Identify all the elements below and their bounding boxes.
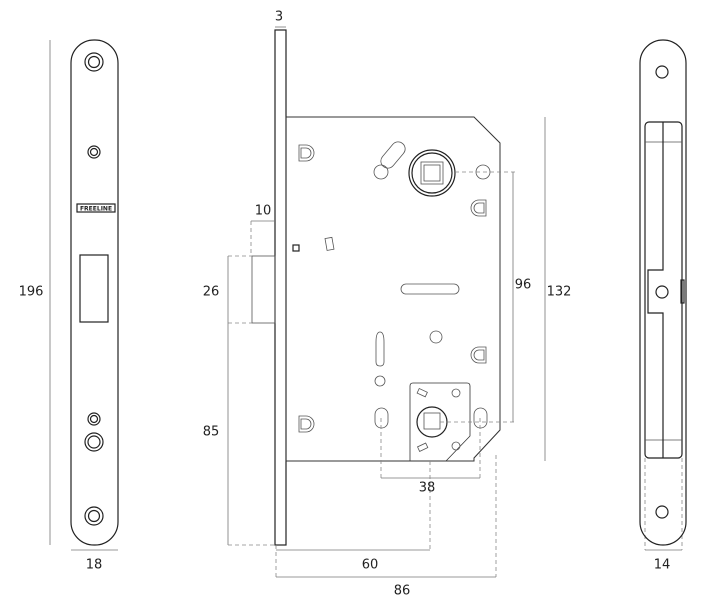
edge-view — [639, 39, 687, 546]
dim-latch-height: 26 — [202, 284, 220, 300]
dim-faceplate-thickness: 3 — [274, 9, 284, 25]
dim-faceplate-height: 196 — [18, 284, 44, 300]
dim-spindle-to-cylinder: 96 — [514, 277, 532, 293]
brand-logo: FREELINE — [80, 206, 112, 213]
dim-backset: 60 — [361, 557, 379, 573]
dim-faceplate-width: 18 — [85, 557, 103, 573]
dim-body-height: 132 — [546, 284, 572, 300]
dim-body-depth: 86 — [393, 583, 411, 599]
dimension-lines — [227, 117, 683, 578]
dim-latch-projection: 10 — [254, 203, 272, 219]
front-faceplate: FREELINE — [49, 39, 119, 551]
side-view-lock-body — [251, 26, 501, 546]
dim-cylinder-offset: 38 — [418, 480, 436, 496]
dim-latch-to-bottom: 85 — [202, 424, 220, 440]
dim-edge-width: 14 — [653, 557, 671, 573]
